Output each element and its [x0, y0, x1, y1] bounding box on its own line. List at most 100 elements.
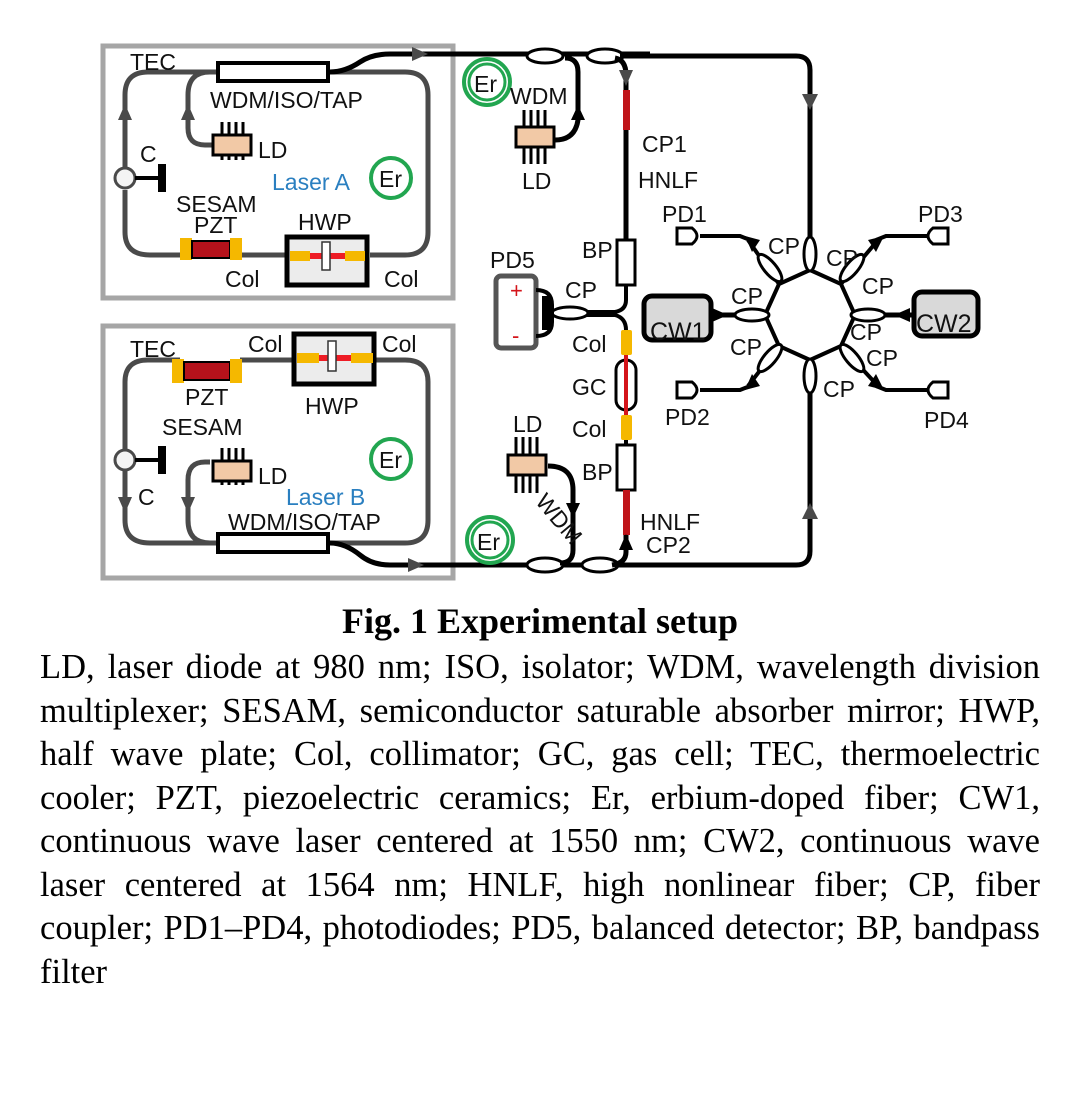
ring-coupler-top-icon — [802, 235, 818, 273]
figure-title: Fig. 1 Experimental setup — [342, 601, 738, 641]
laser-b-enclosure — [100, 323, 456, 581]
arrow-icon — [619, 534, 633, 550]
amp-top-ld-icon — [514, 110, 556, 164]
amp-bottom-er-coil-icon — [465, 515, 515, 565]
laser-b-pzt-label: PZT — [185, 384, 228, 410]
pd4-photodiode-icon — [926, 380, 950, 400]
pd2-label: PD2 — [665, 404, 710, 430]
arrow-icon — [894, 308, 910, 322]
ring-coupler-ur-icon — [838, 252, 866, 284]
coupler-ring: CW1 CW2 PD1 PD2 PD3 PD4 CP CP CP CP CP C… — [641, 201, 981, 433]
laser-b-circulator-label: C — [138, 484, 155, 510]
pd4-label: PD4 — [924, 407, 969, 433]
amp-bottom-ld-label: LD — [513, 411, 542, 437]
laser-b-sesam-icon — [158, 446, 166, 474]
cp2-branch-fiber — [611, 535, 629, 568]
cw2-label: CW2 — [916, 310, 972, 338]
arrow-icon — [802, 94, 818, 110]
pd5-cp-label: CP — [565, 277, 597, 303]
ring-coupler-bottom-icon — [802, 357, 818, 395]
arrow-icon — [566, 503, 580, 518]
arrow-icon — [745, 236, 760, 252]
laser-a-col-right-label: Col — [384, 266, 419, 292]
laser-a-ld-icon — [211, 122, 253, 160]
arrow-icon — [712, 308, 728, 322]
laser-a-er-coil-icon — [369, 156, 413, 200]
laser-a-name: Laser A — [272, 169, 351, 195]
pd5-label: PD5 — [490, 247, 535, 273]
laser-a-pump-fiber — [185, 69, 212, 148]
bp-bottom-filter-icon — [615, 443, 637, 492]
laser-a-sesam-label: SESAM — [176, 191, 257, 217]
amp-top-er-coil-icon — [462, 57, 512, 107]
col-bottom-icon — [621, 415, 632, 440]
laser-a-sesam-icon — [158, 164, 166, 192]
col-top-label: Col — [572, 331, 607, 357]
laser-a-wdm-iso-tap-label: WDM/ISO/TAP — [210, 87, 363, 113]
laser-b-tec-label: TEC — [130, 336, 176, 362]
laser-a-enclosure — [100, 43, 456, 301]
pd1-photodiode-icon — [675, 226, 699, 246]
bp-top-filter-icon — [615, 238, 637, 287]
ring-cp-label: CP — [731, 283, 763, 309]
pd3-photodiode-icon — [926, 226, 950, 246]
amp-bottom-ld-icon — [506, 437, 548, 493]
col-bottom-label: Col — [572, 416, 607, 442]
amp-bottom-pump-fiber — [547, 463, 576, 566]
col-top-icon — [621, 330, 632, 355]
laser-b-sesam-label: SESAM — [162, 414, 243, 440]
experimental-setup-diagram: TEC WDM/ISO/TAP LD C Laser A Er SESAM PZ… — [100, 43, 981, 581]
pd3-label: PD3 — [918, 201, 963, 227]
laser-a-circulator-icon — [113, 166, 137, 190]
laser-b-col-right-label: Col — [382, 331, 417, 357]
laser-b-fiber-loop — [122, 357, 431, 546]
arrow-icon — [181, 497, 195, 513]
laser-a-hwp-icon — [284, 234, 370, 288]
arrow-icon — [181, 104, 195, 120]
ring-cp-label: CP — [850, 319, 882, 345]
bp-top-label: BP — [582, 237, 613, 263]
laser-b-col-left-label: Col — [248, 331, 283, 357]
hnlf-bottom-label: HNLF — [640, 509, 700, 535]
amp-top-wdm-label: WDM — [510, 83, 567, 109]
laser-b-er-coil-icon — [369, 437, 413, 481]
laser-b-pzt-icon — [172, 359, 242, 383]
laser-b-ld-icon — [211, 448, 253, 485]
arrow-icon — [619, 70, 633, 86]
laser-b-ld-label: LD — [258, 463, 287, 489]
pd2-photodiode-icon — [675, 380, 699, 400]
cw1-label: CW1 — [650, 318, 706, 346]
pd1-label: PD1 — [662, 201, 707, 227]
laser-a-pzt-icon — [180, 238, 242, 260]
ring-coupler-ll-icon — [756, 342, 784, 374]
laser-a-ld-label: LD — [258, 137, 287, 163]
amp-bottom-er-label: Er — [477, 529, 500, 555]
hnlf-bottom-segment — [623, 490, 630, 535]
laser-a-circulator-label: C — [140, 141, 157, 167]
arrow-icon — [745, 374, 760, 390]
cp1-branch-fiber — [614, 55, 629, 240]
laser-b-module: TEC Col Col PZT HWP SESAM LD Er C Laser … — [100, 323, 650, 581]
ring-cp-label: CP — [862, 273, 894, 299]
laser-a-er-label: Er — [379, 166, 402, 192]
arrow-icon — [868, 236, 884, 252]
arrow-icon — [571, 105, 585, 120]
ring-coupler-right-icon — [849, 307, 887, 323]
hnlf-top-segment — [623, 90, 630, 130]
amp-top-er-label: Er — [474, 71, 497, 97]
laser-b-wdm-iso-tap-component — [216, 532, 330, 554]
top-route-fiber — [620, 53, 813, 240]
hnlf-top-label: HNLF — [638, 167, 698, 193]
cp1-label: CP1 — [642, 131, 687, 157]
arrow-icon — [408, 558, 424, 572]
laser-b-wdm-iso-tap-label: WDM/ISO/TAP — [228, 509, 381, 535]
laser-a-output-fiber — [329, 51, 650, 75]
laser-b-name: Laser B — [286, 484, 365, 510]
laser-a-tec-label: TEC — [130, 49, 176, 75]
ring-cp-label: CP — [823, 376, 855, 402]
arrow-icon — [118, 104, 132, 120]
laser-b-circulator-icon — [113, 448, 137, 472]
figure-caption: LD, laser diode at 980 nm; ISO, isolator… — [40, 648, 1040, 991]
bottom-route-fiber — [615, 370, 813, 568]
ring-coupler-left-icon — [733, 307, 771, 323]
